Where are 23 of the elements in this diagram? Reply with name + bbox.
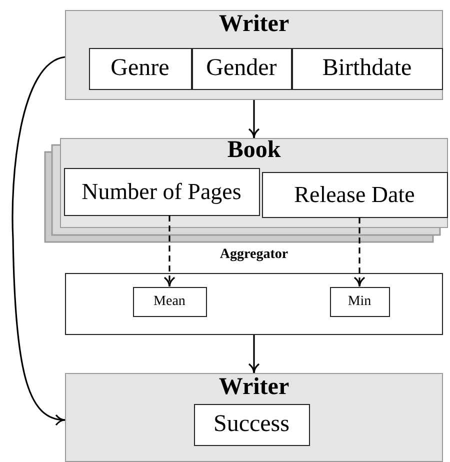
attribute-label: Birthdate xyxy=(322,55,412,82)
attribute-label: Mean xyxy=(154,294,186,310)
attribute-label: Gender xyxy=(206,55,277,82)
attribute-box xyxy=(194,404,310,446)
attribute-label: Min xyxy=(348,294,372,310)
attribute-label: Release Date xyxy=(294,182,415,208)
attribute-box xyxy=(88,48,192,90)
group-title: Aggregator xyxy=(218,247,290,263)
group-title: Book xyxy=(226,137,282,164)
attribute-box xyxy=(64,168,260,216)
attribute-box xyxy=(262,172,448,218)
attribute-box xyxy=(192,48,292,90)
attribute-label: Number of Pages xyxy=(82,178,242,204)
group-box xyxy=(65,373,443,462)
group-box xyxy=(65,10,443,100)
attribute-label: Success xyxy=(214,411,290,438)
attribute-label: Genre xyxy=(110,55,170,82)
attribute-box xyxy=(330,286,390,316)
attribute-box xyxy=(132,286,206,316)
group-title: Writer xyxy=(218,374,290,401)
group-title: Writer xyxy=(218,11,290,38)
attribute-box xyxy=(292,48,442,90)
group-box xyxy=(60,138,448,228)
